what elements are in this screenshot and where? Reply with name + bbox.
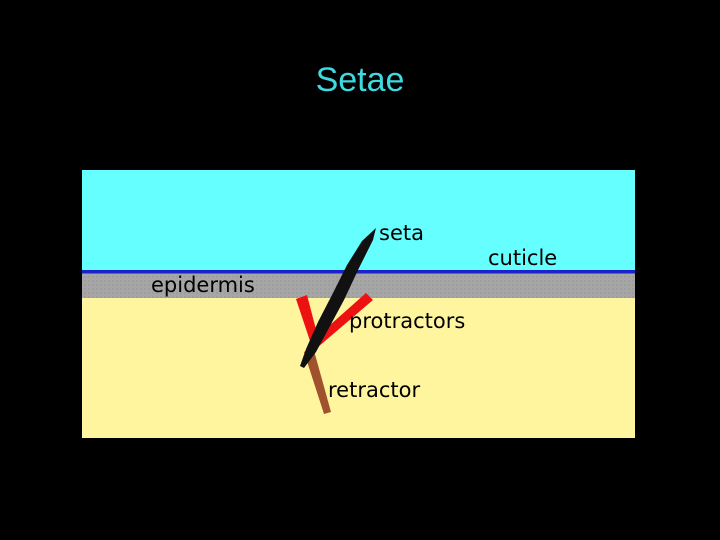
retractor-label: retractor (328, 378, 420, 402)
tissue-region (82, 298, 635, 438)
cuticle-label: cuticle (488, 246, 557, 270)
seta-bristle (300, 228, 376, 368)
epidermis-label: epidermis (151, 273, 255, 297)
epidermis-layer (82, 273, 635, 298)
protractors-label: protractors (349, 309, 465, 333)
slide-title: Setae (315, 61, 405, 99)
seta-label: seta (379, 221, 424, 245)
protractor-muscle-right (312, 293, 373, 347)
protractor-muscle-left (296, 295, 319, 344)
cuticle-layer (82, 270, 635, 274)
retractor-muscle (304, 347, 331, 414)
